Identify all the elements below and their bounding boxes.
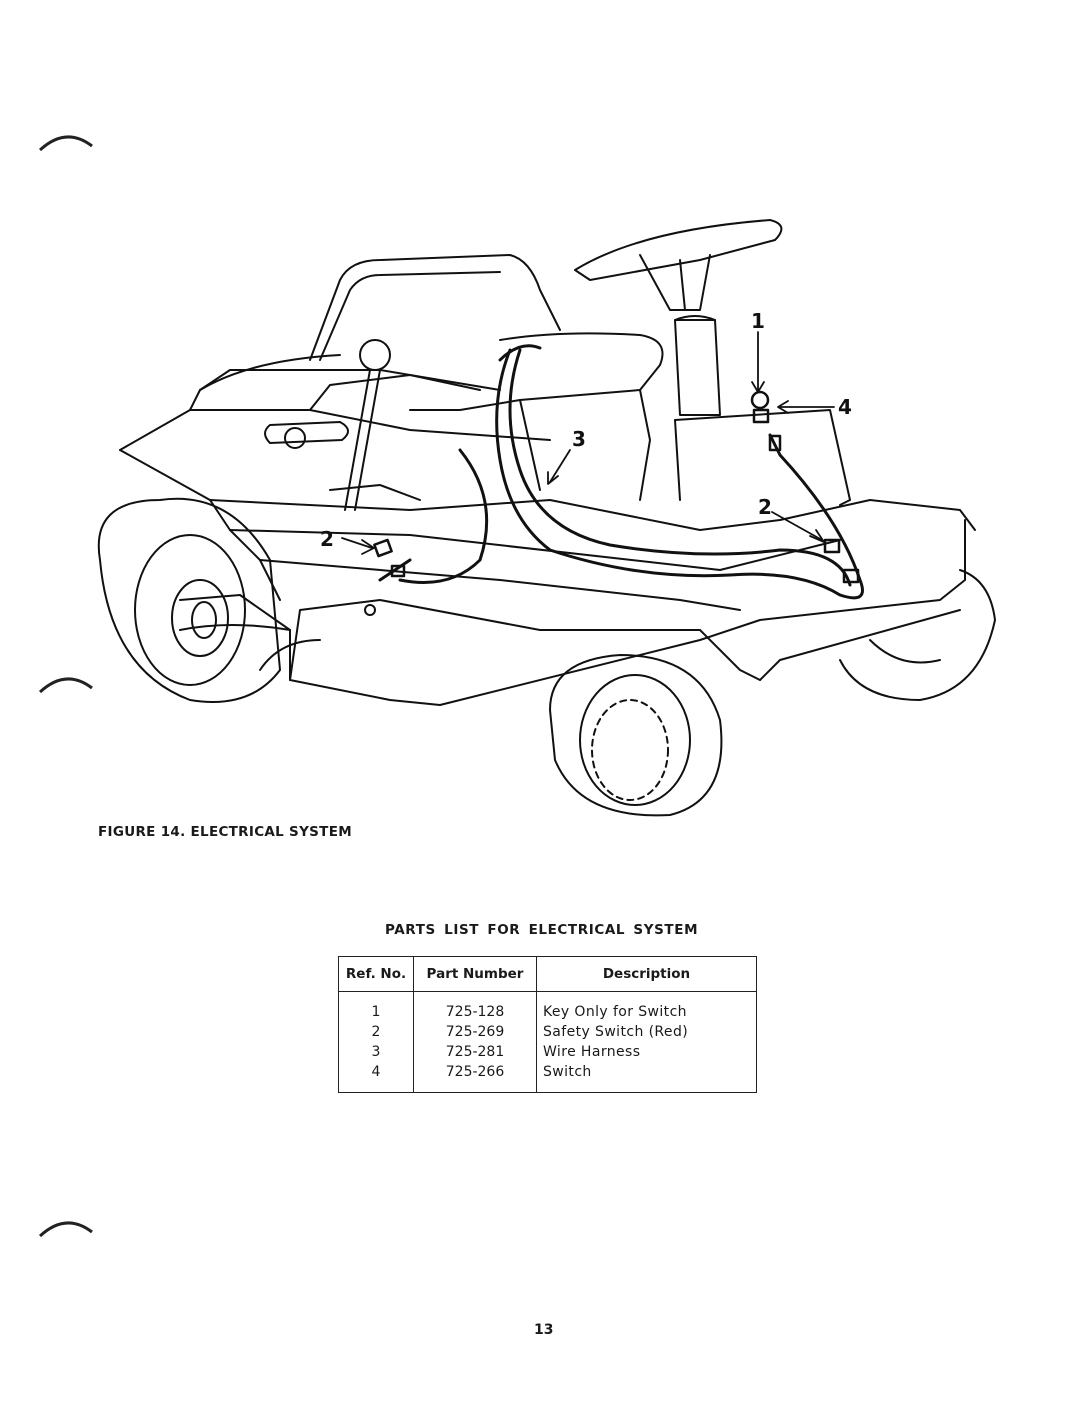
steering-wheel — [574, 219, 783, 416]
binder-hole-mark-middle — [38, 677, 93, 694]
binder-hole-mark-bottom — [38, 1221, 93, 1238]
binder-hole-mark-top — [38, 135, 93, 152]
front-right-wheel — [549, 654, 723, 817]
table-row: 1 725-128 Key Only for Switch — [338, 991, 757, 1022]
front-left-wheel — [839, 569, 996, 701]
header-ref-no: Ref. No. — [338, 956, 414, 992]
row-description: Switch — [536, 1062, 757, 1093]
row-ref-no: 3 — [338, 1042, 414, 1062]
row-ref-no: 1 — [338, 991, 414, 1022]
switch-components — [373, 390, 860, 584]
row-part-number: 725-269 — [413, 1022, 537, 1042]
callout-3: 3 — [572, 427, 586, 451]
row-part-number: 725-128 — [413, 991, 537, 1022]
page-number: 13 — [534, 1322, 554, 1338]
callout-arrows — [341, 331, 835, 555]
parts-list-title: PARTS LIST FOR ELECTRICAL SYSTEM — [385, 922, 699, 938]
header-description: Description — [536, 956, 757, 992]
parts-list-table: Ref. No. Part Number Description 1 725-1… — [338, 956, 757, 1093]
callout-4: 4 — [838, 395, 852, 419]
row-description: Wire Harness — [536, 1042, 757, 1062]
parts-table-header: Ref. No. Part Number Description — [338, 956, 757, 992]
callout-2-left: 2 — [320, 527, 334, 551]
callout-1: 1 — [751, 309, 765, 333]
table-row: 3 725-281 Wire Harness — [338, 1042, 757, 1062]
seat — [309, 254, 664, 501]
riding-mower-diagram: 1 4 3 2 2 — [97, 219, 996, 817]
table-row: 2 725-269 Safety Switch (Red) — [338, 1022, 757, 1042]
row-ref-no: 2 — [338, 1022, 414, 1042]
row-part-number: 725-266 — [413, 1062, 537, 1093]
wire-harness — [378, 344, 864, 600]
mower-body — [119, 354, 976, 706]
row-part-number: 725-281 — [413, 1042, 537, 1062]
figure-caption: FIGURE 14. ELECTRICAL SYSTEM — [98, 824, 352, 840]
deck-front — [179, 604, 376, 671]
throttle-control — [264, 421, 349, 449]
rear-left-wheel — [97, 497, 281, 703]
row-description: Key Only for Switch — [536, 991, 757, 1022]
dash-console — [674, 409, 851, 506]
callout-2-right: 2 — [758, 495, 772, 519]
header-part-number: Part Number — [413, 956, 537, 992]
table-row: 4 725-266 Switch — [338, 1062, 757, 1093]
row-description: Safety Switch (Red) — [536, 1022, 757, 1042]
mower-illustration: 1 4 3 2 2 — [80, 200, 1020, 840]
shift-lever — [344, 339, 391, 511]
row-ref-no: 4 — [338, 1062, 414, 1093]
